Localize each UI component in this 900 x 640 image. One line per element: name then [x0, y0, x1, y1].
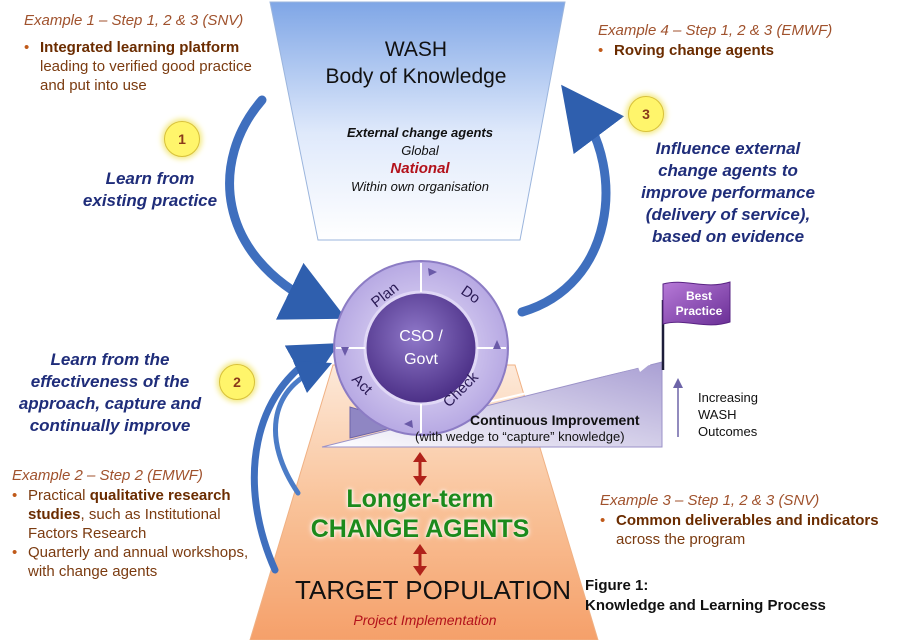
double-arrow-lower	[413, 544, 427, 576]
example-1-bullet: Integrated learning platform leading to …	[24, 38, 274, 95]
wash-funnel	[269, 1, 566, 241]
step-2-number: 2	[233, 374, 241, 390]
pdca-cycle	[333, 260, 509, 436]
ramp-arrowhead	[636, 362, 650, 372]
wash-title-line2: Body of Knowledge	[325, 65, 507, 88]
change-agents-block: Longer-term CHANGE AGENTS	[285, 484, 555, 544]
level-organisation: Within own organisation	[351, 179, 489, 194]
continuous-improvement-title: Continuous Improvement	[470, 412, 640, 428]
step-3-number: 3	[642, 106, 650, 122]
level-global: Global	[401, 143, 439, 158]
example-2-list: Practical qualitative research studies, …	[12, 486, 262, 581]
example-4-bullet: Roving change agents	[598, 41, 888, 60]
influence-text: Influence external change agents to impr…	[641, 139, 815, 246]
example-1-block: Example 1 – Step 1, 2 & 3 (SNV) Integrat…	[24, 12, 274, 95]
cycle-center-line2: Govt	[404, 351, 438, 368]
example-1-title: Example 1 – Step 1, 2 & 3 (SNV)	[24, 12, 244, 29]
arrow-learn-effectiveness-inner	[273, 360, 333, 496]
external-agents-block: External change agents Global National W…	[310, 124, 530, 196]
example-1-list: Integrated learning platform leading to …	[24, 38, 274, 95]
cycle-center-line1: CSO /	[399, 328, 443, 345]
step-2-badge: 2	[219, 364, 255, 400]
continuous-improvement-block: Continuous Improvement	[470, 412, 670, 428]
double-arrow-upper	[413, 452, 427, 486]
wash-title-block: WASH Body of Knowledge	[300, 36, 532, 90]
arrow-learn-existing	[225, 95, 347, 320]
change-agents-line1: Longer-term	[346, 485, 494, 513]
example-4-title: Example 4 – Step 1, 2 & 3 (EMWF)	[598, 22, 833, 39]
learn-effectiveness-text: Learn from the effectiveness of the appr…	[18, 350, 202, 435]
level-national: National	[390, 160, 450, 177]
example-2-bullet-1: Practical qualitative research studies, …	[12, 486, 262, 543]
continuous-improvement-subtitle: (with wedge to “capture” knowledge)	[415, 429, 625, 444]
example-3-block: Example 3 – Step 1, 2 & 3 (SNV) Common d…	[600, 492, 880, 549]
step-3-badge: 3	[628, 96, 664, 132]
figure-label: Figure 1:	[585, 577, 649, 594]
increasing-outcomes-text: Increasing WASH Outcomes	[698, 390, 758, 439]
arrow-influence	[517, 84, 625, 317]
step-1-number: 1	[178, 131, 186, 147]
figure-caption: Knowledge and Learning Process	[585, 597, 826, 614]
project-implementation-label: Project Implementation	[353, 612, 497, 628]
best-practice-label: Best Practice	[675, 289, 723, 318]
external-agents-title: External change agents	[347, 125, 493, 140]
example-3-list: Common deliverables and indicators acros…	[600, 511, 880, 549]
example-2-block: Example 2 – Step 2 (EMWF) Practical qual…	[12, 467, 262, 581]
target-population-title: TARGET POPULATION	[295, 575, 571, 605]
change-agents-line2: CHANGE AGENTS	[310, 515, 530, 543]
figure-caption-block: Figure 1: Knowledge and Learning Process	[585, 576, 897, 616]
example-2-bullet-2: Quarterly and annual workshops, with cha…	[12, 543, 262, 581]
example-4-block: Example 4 – Step 1, 2 & 3 (EMWF) Roving …	[598, 22, 888, 60]
example-3-title: Example 3 – Step 1, 2 & 3 (SNV)	[600, 492, 820, 509]
example-2-title: Example 2 – Step 2 (EMWF)	[12, 467, 203, 484]
wash-title-line1: WASH	[384, 38, 448, 61]
outcomes-arrowhead	[673, 378, 683, 388]
best-practice-flag	[662, 281, 731, 326]
learn-existing-text: Learn from existing practice	[82, 169, 218, 210]
step-1-badge: 1	[164, 121, 200, 157]
example-3-bullet: Common deliverables and indicators acros…	[600, 511, 880, 549]
example-4-list: Roving change agents	[598, 41, 888, 60]
